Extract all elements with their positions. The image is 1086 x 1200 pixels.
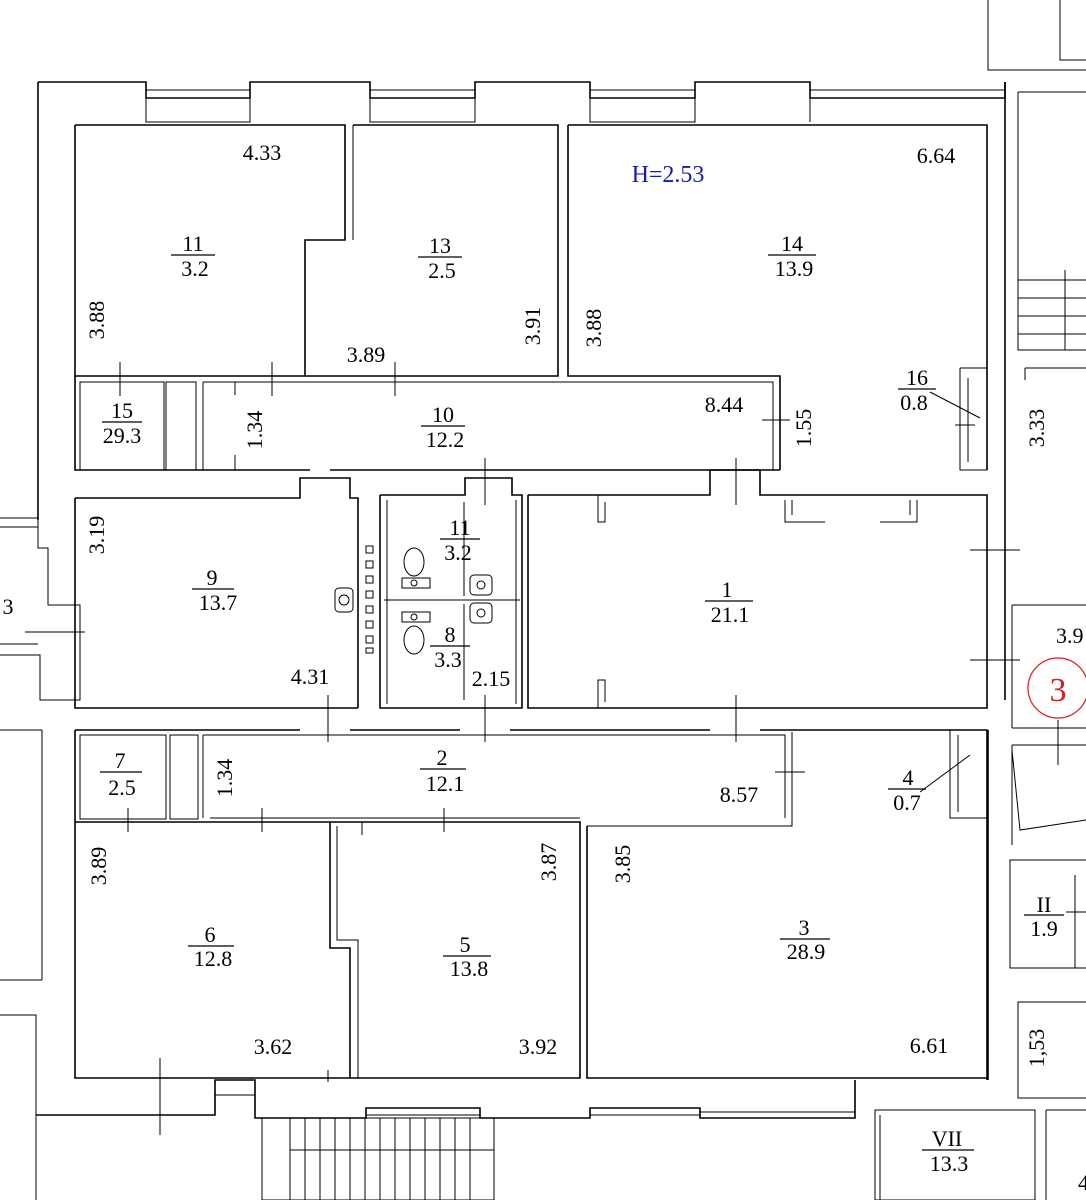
room-number: 8 xyxy=(445,622,456,647)
room-number: 4 xyxy=(903,765,914,790)
edge-fragment: 4 xyxy=(1078,1170,1086,1195)
room-label-10: 10 12.2 xyxy=(421,402,465,452)
dimension: 3.19 xyxy=(84,516,109,555)
room-number: 10 xyxy=(432,402,454,427)
room-area: 21.1 xyxy=(711,602,750,627)
room-label-12: 11 3.2 xyxy=(171,231,215,281)
dimension: 3.87 xyxy=(536,843,561,882)
room-label-8: 8 3.3 xyxy=(430,622,470,672)
room-label-11: 11 11 3.2 xyxy=(440,515,480,565)
room-label-VII: VII 13.3 xyxy=(922,1126,974,1176)
room-area: 2.5 xyxy=(108,775,136,800)
toilet-icon xyxy=(401,611,431,655)
dimension: 4.33 xyxy=(243,140,282,165)
room-walls xyxy=(74,124,1020,1082)
dimension: 8.44 xyxy=(705,392,744,417)
room-number: 5 xyxy=(460,932,471,957)
room-label-14: 13 2.5 xyxy=(418,233,462,283)
ceiling-height-label: H=2.53 xyxy=(632,162,705,188)
toilet-icon xyxy=(401,547,431,589)
dimension: 3.88 xyxy=(84,301,109,340)
room-number: VII xyxy=(932,1126,963,1151)
room-label-5: 5 13.8 xyxy=(443,932,491,981)
room-number: 16 xyxy=(906,365,928,390)
room-label-9: 9 13.7 xyxy=(192,565,237,615)
room-area: 3.2 xyxy=(181,256,209,281)
room-area: 13.8 xyxy=(450,956,489,981)
room-area: 0.8 xyxy=(900,390,928,415)
room-number: 11 xyxy=(182,231,203,256)
dimension: 3.33 xyxy=(1024,409,1049,448)
room-area: 12.2 xyxy=(426,427,465,452)
room-number: 1 xyxy=(722,577,733,602)
dimension: 8.57 xyxy=(720,782,759,807)
room-label-7: 7 2.5 xyxy=(100,748,142,800)
dimension: 3.62 xyxy=(254,1034,293,1059)
dimension: 3 xyxy=(3,594,14,619)
room-area: 12.1 xyxy=(426,771,465,796)
dimension: 1.34 xyxy=(212,759,237,798)
dimension: 3.89 xyxy=(347,342,386,367)
room-area: 2.5 xyxy=(428,258,456,283)
dimension: 1.34 xyxy=(242,411,267,450)
room-number: 3 xyxy=(799,915,810,940)
vent-grid-icon xyxy=(365,545,374,654)
room-number: 7 xyxy=(115,748,126,773)
bathroom-fixtures xyxy=(334,545,493,655)
room-area: 28.9 xyxy=(787,939,826,964)
dimension-labels: 4.33 3.88 3.89 3.91 3.88 6.64 1.34 8.44 … xyxy=(3,140,1086,1195)
room-number: 9 xyxy=(207,565,218,590)
room-number: 15 xyxy=(111,398,133,423)
room-area: 0.7 xyxy=(893,790,921,815)
dimension: 6.64 xyxy=(917,143,956,168)
room-area: 3.2 xyxy=(444,540,472,565)
room-labels: 11 3.2 13 2.5 14 13.9 16 0.8 15 29.3 10 … xyxy=(100,231,1064,1176)
room-label-1: 1 21.1 xyxy=(705,577,753,627)
room-label-II: II 1.9 xyxy=(1024,892,1064,941)
room-area: 29.3 xyxy=(103,423,142,448)
room-area: 13.3 xyxy=(930,1151,969,1176)
room-number: 6 xyxy=(205,922,216,947)
dimension: 1,53 xyxy=(1024,1029,1049,1068)
dimension: 3.92 xyxy=(519,1034,558,1059)
section-marker: 3 xyxy=(1027,657,1086,719)
room-number: 2 xyxy=(437,745,448,770)
section-marker-number: 3 xyxy=(1050,672,1067,709)
room-label-3: 3 28.9 xyxy=(780,915,830,964)
room-label-16: 16 0.8 xyxy=(898,365,936,415)
dimension: 1.55 xyxy=(791,409,816,448)
dimension: 3.89 xyxy=(86,847,111,886)
room-label-13: 15 29.3 xyxy=(102,398,142,448)
dimension: 3.85 xyxy=(610,845,635,884)
room-label-4: 4 0.7 xyxy=(888,765,926,815)
room-number: 11 xyxy=(449,515,470,540)
wash-basin-icon xyxy=(469,602,493,624)
room-area: 3.3 xyxy=(434,647,462,672)
right-side-structure xyxy=(874,91,1086,1200)
dimension: 4.31 xyxy=(291,664,330,689)
wash-basin-icon xyxy=(469,574,493,596)
dimension: 2.15 xyxy=(472,666,511,691)
dimension: 3.88 xyxy=(581,309,606,348)
room-area: 13.9 xyxy=(775,256,814,281)
room-area: 1.9 xyxy=(1030,916,1058,941)
dimension: 6.61 xyxy=(910,1033,949,1058)
dimension: 3.91 xyxy=(520,307,545,346)
dimension: 3.9 xyxy=(1056,623,1084,648)
room-label-2: 2 12.1 xyxy=(420,745,466,796)
room-number: 14 xyxy=(781,231,803,256)
room-area: 12.8 xyxy=(194,946,233,971)
room-number: II xyxy=(1037,892,1052,917)
room-label-6: 6 12.8 xyxy=(188,922,234,971)
room-label-15: 14 13.9 xyxy=(768,231,816,281)
room-number: 13 xyxy=(429,233,451,258)
wash-basin-icon xyxy=(334,587,354,613)
room-area: 13.7 xyxy=(199,590,238,615)
